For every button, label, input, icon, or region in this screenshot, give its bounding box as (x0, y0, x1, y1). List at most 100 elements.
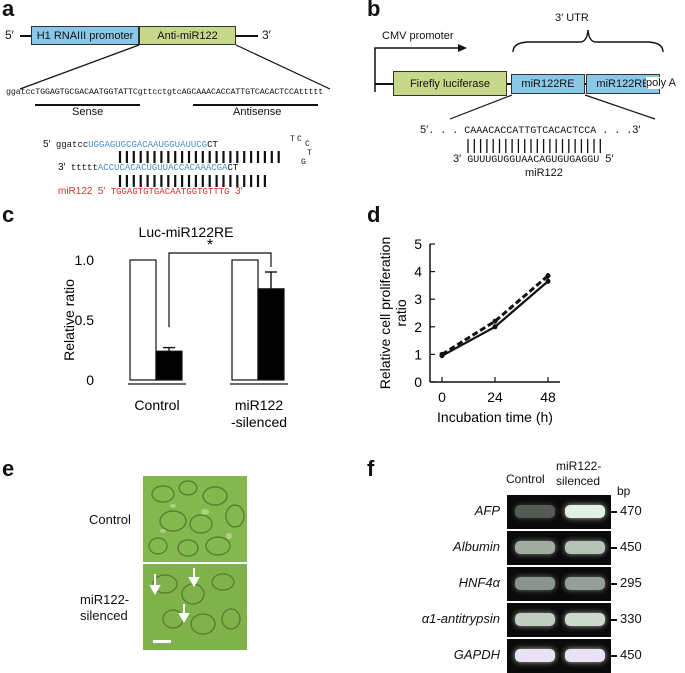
gel-band (515, 577, 555, 590)
a-hp-top-blue: UGGAGUGCGACAAUGGUAUUCG (88, 140, 208, 150)
scale-bar (153, 640, 171, 643)
b-utr-label: 3′ UTR (555, 12, 589, 24)
gel-bp-label: 295 (620, 575, 642, 590)
b-promoter-arrow (374, 44, 467, 92)
a-loop-t1: T (290, 135, 295, 144)
a-hp-bot-end: CT (227, 163, 239, 173)
gel-size-tick (611, 583, 617, 585)
b-bot-seq: GUUUGUGGUAACAGUGUGAGGU (467, 155, 600, 166)
gel-bp-label: 450 (620, 539, 642, 554)
a-three-prime: 3′ (262, 28, 271, 42)
a-hairpin-pairs-top (118, 151, 280, 163)
mir122re-box-2: miR122RE (586, 74, 660, 94)
micrograph-silenced (143, 564, 247, 650)
c-y-tick-label: 0 (86, 372, 94, 388)
a-antisense-label: Antisense (233, 106, 282, 118)
a-hp-bot-lower: ttttt (70, 163, 98, 173)
b-zoom-lines (449, 94, 656, 120)
micrograph-control-cells (143, 476, 247, 562)
gel-size-tick (611, 619, 617, 621)
c-y-tick-label: 1.0 (75, 252, 95, 268)
a-mir-5: 5′ (97, 186, 106, 197)
b-top-5: 5′ (420, 124, 429, 136)
a-seq-sense: TGGAGTGCGACAATGGTATTC (35, 88, 138, 97)
b-vector-line (375, 83, 645, 85)
a-hairpin-top-strand: 5′ ggatccUGGAGUGCGACAAUGGUAUUCGCT (43, 139, 218, 150)
gel-bp-label: 330 (620, 611, 642, 626)
f-col-control: Control (506, 472, 545, 486)
gel-band (515, 541, 555, 554)
a-sense-label: Sense (72, 106, 104, 118)
d-y-tick-label: 1 (414, 346, 422, 362)
b-top-seq: . . . CAAACACCATTGTCACACTCCA . . . (428, 126, 633, 137)
c-significance-bracket (168, 252, 272, 328)
d-data-point (439, 351, 445, 357)
panel-e-label: e (2, 456, 15, 481)
gel-band (565, 505, 605, 518)
d-x-tick-label: 48 (540, 389, 556, 405)
b-bottom-strand: 3′ GUUUGUGGUAACAGUGUGAGGU 5′ (453, 153, 613, 166)
e-control-label: Control (89, 512, 131, 527)
d-y-axis-label: Relative cell proliferation (377, 237, 393, 390)
a-mir-3: 3′ (234, 186, 243, 197)
c-y-axis-label: Relative ratio (61, 279, 77, 361)
d-y-tick-label: 2 (414, 319, 422, 335)
c-significance-star: * (207, 237, 213, 254)
d-series-line (441, 274, 549, 356)
c-chart-title: Luc-miR122RE (139, 224, 234, 240)
a-hp-bot-blue: ACCUCACACUGUUACCACAAACGA (97, 163, 228, 173)
gel-band (515, 649, 555, 662)
d-y-tick-label: 0 (414, 374, 422, 390)
d-y-tick-label: 5 (414, 236, 422, 252)
d-data-point (492, 324, 498, 330)
gel-gene-label: α1-antitrypsin (421, 611, 500, 626)
d-x-tick-label: 0 (438, 389, 446, 405)
d-x-tick-label: 24 (487, 389, 503, 405)
firefly-luciferase-box: Firefly luciferase (393, 71, 507, 96)
panel-c-label: c (2, 202, 15, 227)
a-seq-loop: gttcctgtc (137, 88, 182, 97)
d-y-axis-label: ratio (393, 299, 409, 326)
b-cmv-label: CMV promoter (382, 30, 454, 42)
a-loop-c1: C (297, 135, 302, 144)
a-mir-seq: TGGAGTGTGACAATGGTGTTTG (110, 187, 230, 197)
panel-b-label: b (367, 0, 381, 21)
c-bar (129, 259, 157, 381)
gel-size-tick (611, 547, 617, 549)
a-hp-top-end: CT (207, 140, 218, 150)
f-col-mir-2: silenced (556, 474, 601, 488)
mir122re-box-1: miR122RE (511, 74, 585, 94)
gel-gene-label: Albumin (453, 539, 500, 554)
a-hairpin-pairs-mir (118, 175, 266, 187)
d-x-axis-label: Incubation time (h) (437, 409, 553, 425)
panel-a-label: a (2, 0, 15, 21)
b-bot-mir-label: miR122 (525, 167, 563, 179)
silenced-arrows (149, 568, 200, 643)
gel-image (507, 567, 611, 601)
d-y-tick-label: 4 (414, 264, 422, 280)
a-seq-right: ttttt (298, 88, 324, 97)
gel-gene-label: HNF4α (458, 575, 500, 590)
a-mir122-strand: miR122 5′ TGGAGTGTGACAATGGTGTTTG 3′ (58, 186, 242, 197)
c-bar (231, 259, 259, 381)
a-hairpin-bottom-strand: 3′ tttttACCUCACACUGUUACCACAAACGACT (58, 162, 238, 173)
gel-image (507, 639, 611, 673)
gel-band (565, 613, 605, 626)
gel-image (507, 495, 611, 529)
b-bot-5: 5′ (605, 153, 614, 165)
a-vector-line-left (20, 35, 32, 37)
c-bar (155, 350, 183, 381)
a-seq-anti: AGCAAACACCATTGTCACACTCCA (181, 88, 299, 97)
gel-image (507, 531, 611, 565)
gel-size-tick (611, 511, 617, 513)
b-pairs (467, 139, 601, 153)
c-category-label: Control (134, 397, 179, 413)
a-five-prime: 5′ (5, 28, 14, 42)
gel-image (507, 603, 611, 637)
a-seq-left: ggatcc (6, 88, 36, 97)
a-zoom-lines (19, 44, 331, 90)
f-bp-label: bp (617, 484, 631, 498)
b-utr-brace (512, 29, 664, 53)
gel-gene-label: AFP (474, 503, 500, 518)
